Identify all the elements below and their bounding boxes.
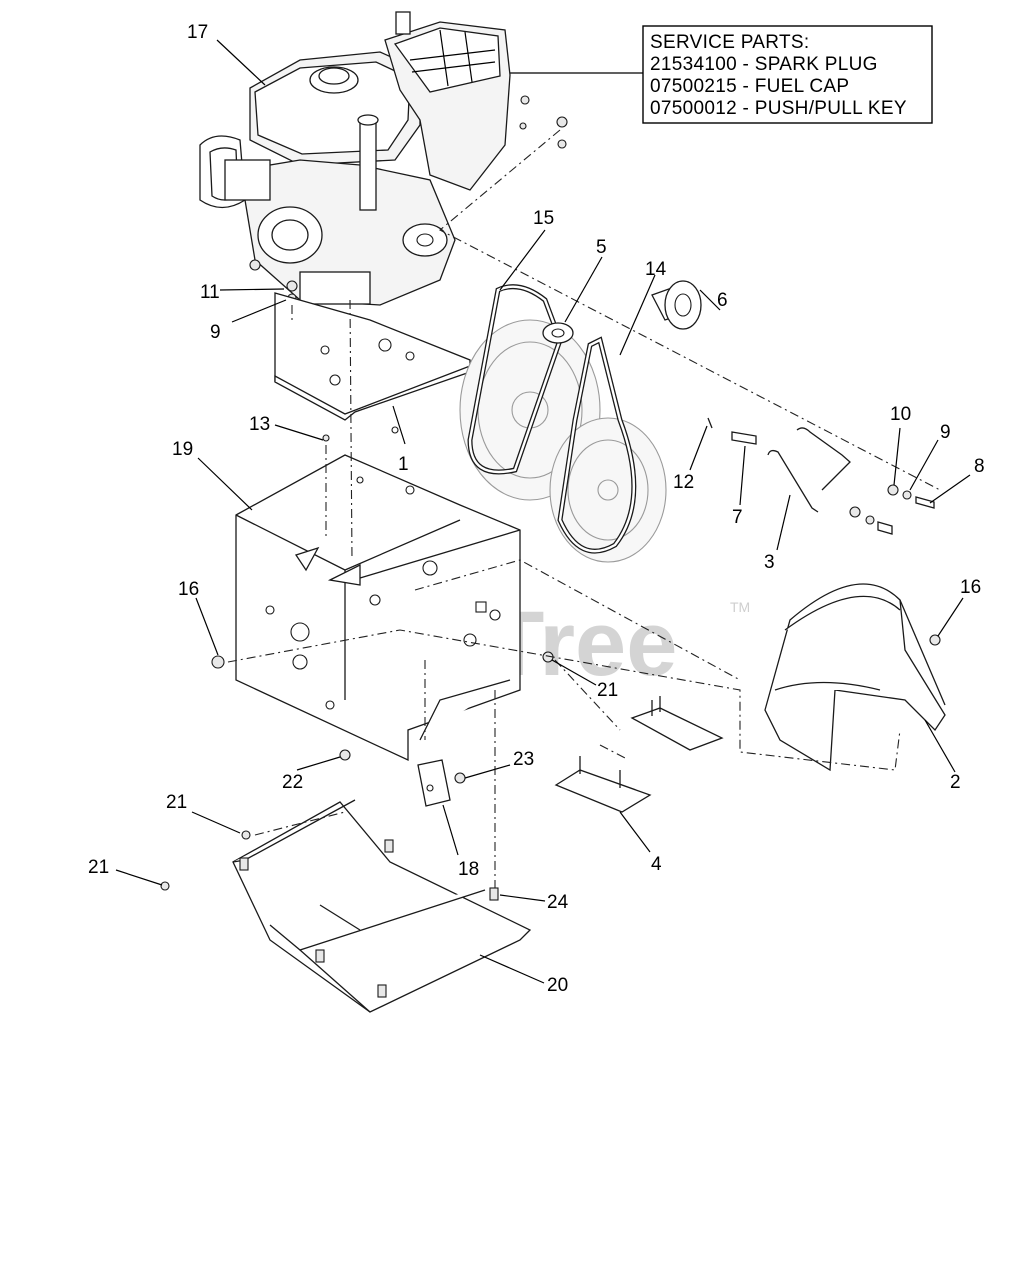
callout-20: 20: [547, 975, 568, 996]
callout-19: 19: [172, 439, 193, 460]
leader-lines: [115, 39, 971, 984]
callout-10: 10: [890, 404, 911, 425]
auger-pulley-assembly: [459, 280, 702, 563]
callout-2: 2: [950, 772, 961, 793]
fastener-24: [489, 887, 499, 901]
skid-tray: [232, 799, 532, 1013]
callout-23: 23: [513, 749, 534, 770]
service-parts-box: SERVICE PARTS: 21534100 - SPARK PLUG 075…: [508, 25, 933, 124]
callout-3: 3: [764, 552, 775, 573]
callout-4: 4: [651, 854, 662, 875]
callout-21-mid: 21: [597, 680, 618, 701]
service-part-push-pull-key: 07500012 - PUSH/PULL KEY: [650, 98, 907, 119]
callout-9-right: 9: [940, 422, 951, 443]
callout-numbers: 17 11 9 1 13 19 16 21 22 23 18 4 21 21 2…: [88, 22, 985, 996]
callout-5: 5: [596, 237, 607, 258]
fastener-23: [454, 772, 466, 784]
fastener-21-tray: [241, 830, 251, 840]
fastener-16-left: [211, 655, 225, 669]
callout-22: 22: [282, 772, 303, 793]
service-part-fuel-cap: 07500215 - FUEL CAP: [650, 76, 849, 97]
callout-24: 24: [547, 892, 569, 913]
assembly-lines: [227, 129, 941, 888]
callout-6: 6: [717, 290, 728, 311]
callout-21-tray: 21: [166, 792, 187, 813]
fastener-21-left: [160, 881, 170, 891]
bracket: [417, 679, 511, 807]
callout-8: 8: [974, 456, 985, 477]
service-part-spark-plug: 21534100 - SPARK PLUG: [650, 54, 878, 75]
callout-12: 12: [673, 472, 694, 493]
callout-18: 18: [458, 859, 479, 880]
callout-16-left: 16: [178, 579, 199, 600]
callout-16-right: 16: [960, 577, 981, 598]
callout-1: 1: [398, 454, 409, 475]
callout-14: 14: [645, 259, 667, 280]
callout-21-left: 21: [88, 857, 109, 878]
skid-shoe-plates: [554, 696, 724, 813]
callout-15: 15: [533, 208, 554, 229]
linkage-hardware: [707, 417, 935, 535]
callout-7: 7: [732, 507, 743, 528]
callout-11: 11: [200, 282, 220, 303]
frame-housing: [235, 454, 521, 762]
belt-cover: [764, 583, 946, 772]
callout-9-engine: 9: [210, 322, 221, 343]
callout-13: 13: [249, 414, 270, 435]
service-parts-title: SERVICE PARTS:: [650, 32, 809, 53]
fastener-22: [339, 749, 351, 761]
engine: [199, 11, 568, 306]
fastener-13: [322, 434, 330, 442]
fastener-16-right: [929, 634, 941, 646]
watermark-trademark: TM: [730, 599, 750, 615]
engine-mount-plate: [274, 292, 471, 434]
callout-17: 17: [187, 22, 208, 43]
